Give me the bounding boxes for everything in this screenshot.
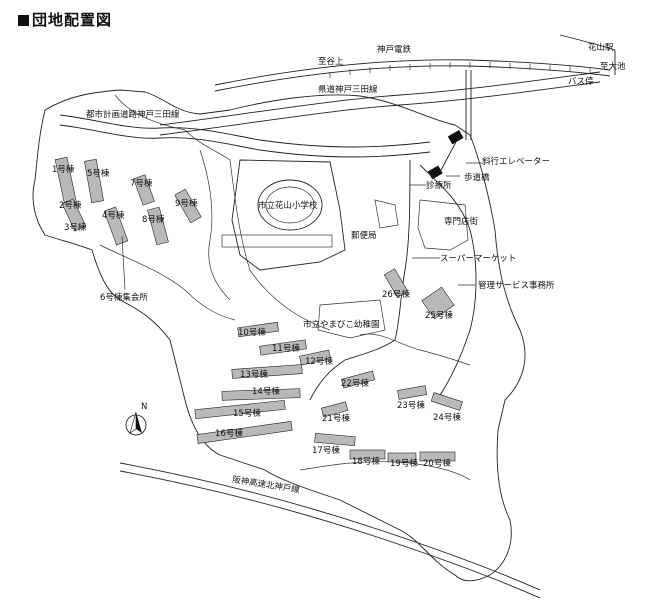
railway-line-2 xyxy=(214,65,611,92)
shopping-street-label: 専門店街 xyxy=(444,216,479,227)
building-blocks-south xyxy=(194,268,463,463)
city-road-south-edge xyxy=(59,124,431,158)
school-building xyxy=(221,234,333,248)
estate-main-loop xyxy=(309,159,411,401)
building-label-18: 18号棟 xyxy=(352,456,380,467)
post-office-label: 郵便局 xyxy=(351,230,377,241)
estate-path-3 xyxy=(99,244,236,321)
hanayama-station-label: 花山駅 xyxy=(588,42,614,53)
station-access-road xyxy=(559,34,616,75)
school-track xyxy=(257,179,323,231)
building-label-25: 25号棟 xyxy=(425,310,453,321)
city-road-north-edge xyxy=(59,114,431,148)
school-site-outline xyxy=(231,159,346,271)
building-label-16: 16号棟 xyxy=(215,428,243,439)
city-planned-road-label: 都市計画道路神戸三田線 xyxy=(86,109,180,120)
estate-east-road xyxy=(419,164,477,396)
building-label-12: 12号棟 xyxy=(305,356,333,367)
building-label-2: 2号棟 xyxy=(59,200,82,211)
terrain-outline xyxy=(32,89,526,582)
school-label: 市立花山小学校 xyxy=(258,200,318,211)
building-label-22: 22号棟 xyxy=(341,378,369,389)
building-label-11: 11号棟 xyxy=(272,343,300,354)
building-label-15: 15号棟 xyxy=(233,408,261,419)
expressway-south-edge xyxy=(119,470,541,599)
building-label-17: 17号棟 xyxy=(312,445,340,456)
railway-ties xyxy=(329,62,591,78)
building-label-3: 3号棟 xyxy=(64,222,87,233)
prefectural-road-label: 県道神戸三田線 xyxy=(318,84,378,95)
building-label-21: 21号棟 xyxy=(322,413,350,424)
building-label-26: 26号棟 xyxy=(382,289,410,300)
building-label-10: 10号棟 xyxy=(238,327,266,338)
north-arrow-icon xyxy=(125,411,147,436)
title-square-icon xyxy=(18,15,29,26)
map-title-text: 団地配置図 xyxy=(32,11,113,29)
slope-elevator-upper-mark xyxy=(447,130,464,145)
expressway-label: 阪神高速北神戸線 xyxy=(232,474,301,496)
building-label-23: 23号棟 xyxy=(397,400,425,411)
kindergarten-outline xyxy=(317,299,386,339)
building-label-9: 9号棟 xyxy=(175,198,198,209)
footbridge-label: 歩道橋 xyxy=(464,172,490,183)
north-label: N xyxy=(141,402,147,412)
clinic-label: 診療所 xyxy=(426,180,452,191)
leader-lines xyxy=(121,162,482,291)
building-label-5: 5号棟 xyxy=(87,168,110,179)
supermarket-label: スーパーマーケット xyxy=(440,254,516,264)
map-title: 団地配置図 xyxy=(18,9,112,30)
building-label-8: 8号棟 xyxy=(142,214,165,225)
slope-elevator-lower-mark xyxy=(427,165,443,180)
railway-line xyxy=(214,59,611,86)
school-track-inner xyxy=(265,186,315,224)
meeting-hall-label: 6号棟集会所 xyxy=(100,292,148,303)
building-label-7: 7号棟 xyxy=(130,178,153,189)
slope-elevator-label: 斜行エレベーター xyxy=(482,156,550,167)
building-label-13: 13号棟 xyxy=(240,369,268,380)
shopping-center-outline xyxy=(417,199,469,251)
slope-elevator-track xyxy=(465,70,472,140)
management-office-label: 管理サービス事務所 xyxy=(478,280,555,291)
building-label-14: 14号棟 xyxy=(252,386,280,397)
to-onoike-label: 至大池 xyxy=(600,61,626,72)
bus-stop-label: バス停 xyxy=(568,76,594,87)
prefectural-road-south-edge xyxy=(159,81,601,136)
building-label-19: 19号棟 xyxy=(390,458,418,469)
estate-path-2 xyxy=(199,149,231,301)
building-blocks-west xyxy=(54,156,202,246)
terrain-inner-outline xyxy=(114,94,331,331)
building-label-20: 20号棟 xyxy=(423,458,451,469)
building-label-4: 4号棟 xyxy=(102,210,125,221)
building-label-1: 1号棟 xyxy=(52,164,75,175)
prefectural-road-north-edge xyxy=(159,71,601,126)
building-label-24: 24号棟 xyxy=(433,412,461,423)
kindergarten-label: 市立やまびこ幼稚園 xyxy=(303,319,380,330)
post-office-outline xyxy=(374,199,399,229)
railway-label: 神戸電鉄 xyxy=(377,44,412,55)
estate-path-1 xyxy=(359,333,471,366)
expressway-north-edge xyxy=(119,462,541,591)
footbridge-line xyxy=(439,139,458,173)
to-taniue-label: 至谷上 xyxy=(318,57,344,67)
